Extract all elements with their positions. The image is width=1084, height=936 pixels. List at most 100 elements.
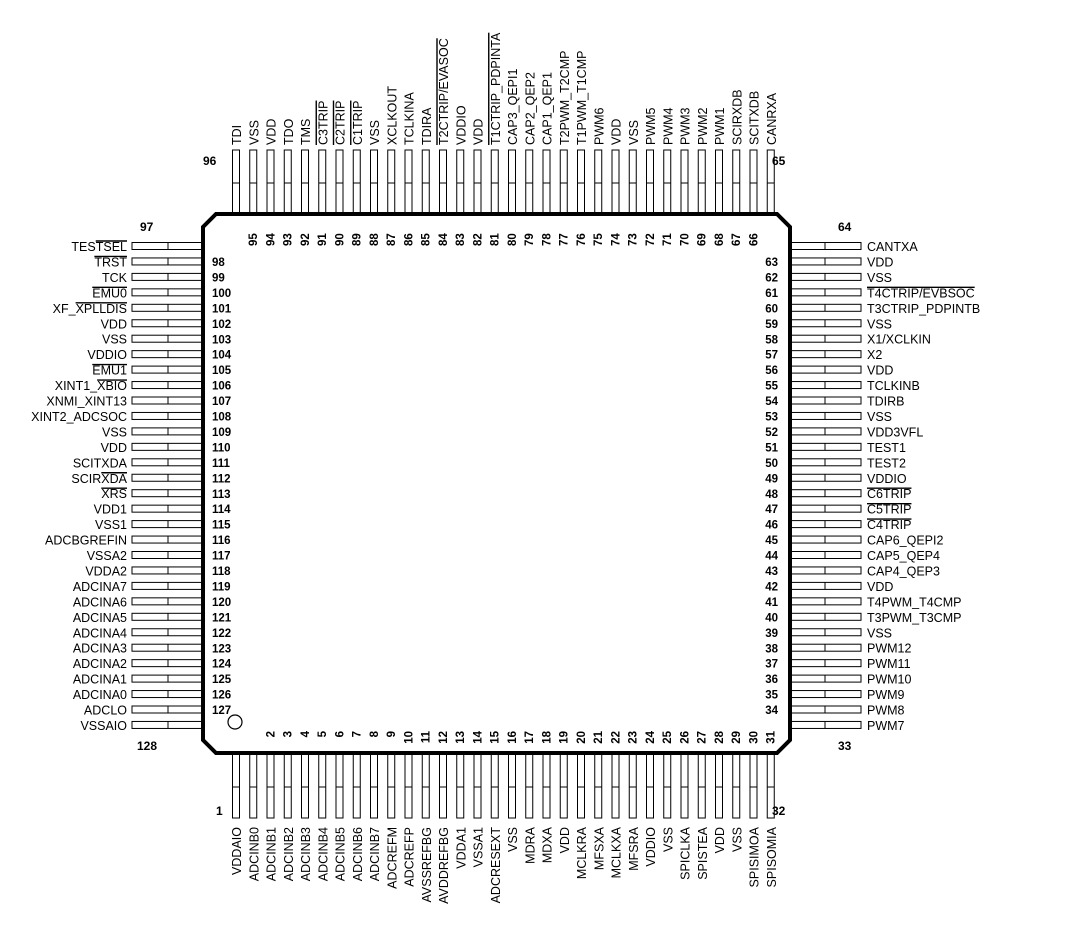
pin-bottom: [732, 751, 741, 819]
pin-number: 29: [731, 731, 743, 744]
pin-number: 95: [248, 233, 260, 246]
pin-bottom: [232, 751, 240, 819]
pin-number: 38: [765, 643, 778, 655]
pin-number: 54: [765, 396, 778, 408]
pin-label: C3TRIP: [316, 101, 330, 145]
pin-label: T4CTRIP/EVBSOC: [867, 286, 975, 300]
pin-label: ADCINA7: [73, 580, 127, 594]
pin-number: 68: [714, 233, 726, 246]
pin-number: 49: [765, 473, 778, 485]
pin-label: VDDAIO: [230, 827, 244, 875]
pin-number: 69: [697, 233, 709, 246]
pin-label: SCIRXDB: [730, 89, 744, 145]
pin-number: 98: [212, 257, 225, 269]
pin-label: SPICLKA: [679, 826, 693, 879]
corner-number-right-top: 64: [838, 220, 852, 234]
pin-number: 17: [524, 731, 536, 744]
pin-label: VSS: [867, 626, 892, 640]
pin-bottom: [490, 751, 499, 819]
pin-label: PWM12: [867, 642, 912, 656]
pin-label: TDO: [282, 118, 296, 145]
pin-number: 16: [507, 731, 519, 744]
pin-number: 103: [212, 334, 231, 346]
pin-label: VDD: [713, 827, 727, 853]
pin-number: 40: [765, 612, 778, 624]
pin-label: SCIRXDA: [71, 472, 127, 486]
pin-label: MFSRA: [627, 826, 641, 870]
pin-label: ADCINB3: [299, 827, 313, 881]
pin-label: C6TRIP: [867, 487, 911, 501]
pin-number: 125: [212, 674, 232, 686]
pin-label: VSSA1: [472, 827, 486, 867]
pin-bottom: [749, 751, 758, 819]
pin-label: X1/XCLKIN: [867, 333, 931, 347]
pin-label: ADCINA3: [73, 642, 127, 656]
pin-number: 60: [765, 303, 778, 315]
pin-number: 2: [265, 731, 277, 737]
pin-number: 73: [628, 233, 640, 246]
pin-label: VSSAIO: [80, 719, 127, 733]
pin-number: 91: [317, 233, 329, 246]
pin-label: CAP5_QEP4: [867, 549, 940, 563]
pin-label: VDD: [610, 119, 624, 145]
pin-number: 28: [714, 730, 726, 743]
pin-label: ADCLO: [84, 704, 127, 718]
pin-number: 109: [212, 427, 231, 439]
pin-number: 18: [541, 730, 553, 743]
pin-label: ADCINB5: [334, 827, 348, 881]
pin-number: 76: [576, 233, 588, 246]
pin-number: 123: [212, 643, 231, 655]
pin-label: ADCINB4: [316, 827, 330, 881]
pin-label: C4TRIP: [867, 518, 911, 532]
pin-bottom: [577, 751, 585, 819]
pin-label: TEST1: [867, 441, 906, 455]
pin-label: XNMI_XINT13: [46, 395, 127, 409]
pin-number: 4: [300, 730, 312, 737]
pin-label: ADCINA2: [73, 657, 127, 671]
pin-number: 7: [352, 731, 364, 737]
pin-number: 120: [212, 597, 231, 609]
pin-bottom: [352, 751, 361, 819]
pin-label: VSS: [627, 120, 641, 145]
pin-bottom: [404, 751, 413, 819]
pin-number: 71: [662, 233, 674, 246]
pin-number: 5: [317, 730, 329, 737]
pin-number: 79: [524, 233, 536, 246]
pin-number: 115: [212, 520, 231, 532]
pin-label: VDD: [101, 441, 127, 455]
pin-label: ADCINA5: [73, 611, 127, 625]
pin-bottom: [525, 751, 534, 819]
corner-number-top-left: 96: [203, 154, 217, 168]
pin-bottom: [456, 751, 465, 819]
pin-label: T2PWM_T2CMP: [558, 51, 572, 145]
pin-label: PWM9: [867, 688, 905, 702]
pin-numbers-layer: 9899100101102103104105106107108109110111…: [212, 233, 779, 744]
pin-label: ADCREFM: [385, 827, 399, 889]
pin-label: TDI: [230, 125, 244, 145]
pin-number: 63: [765, 257, 778, 269]
pin-number: 21: [593, 730, 605, 743]
pin-number: 3: [283, 731, 295, 737]
pin-number: 48: [765, 489, 778, 501]
pin-number: 78: [541, 233, 553, 246]
pin-bottom: [335, 751, 344, 819]
pin-label: PWM4: [661, 107, 675, 145]
pin-label: T1PWM_T1CMP: [575, 51, 589, 145]
pin-label: VDDA2: [85, 564, 127, 578]
pin-label: XF_XPLLDIS: [53, 302, 127, 316]
pin-number: 36: [765, 674, 778, 686]
pin-label: PWM11: [867, 657, 911, 671]
pin-bottom: [301, 751, 309, 819]
pin-label: CAP3_QEPI1: [506, 69, 520, 145]
corner-number-left-top: 97: [140, 220, 154, 234]
corner-number-bottom-left: 1: [216, 804, 223, 818]
pin-label: VDDIO: [454, 105, 468, 145]
pin-number: 84: [438, 233, 450, 246]
pin-number: 94: [265, 233, 277, 246]
pin-bottom: [697, 751, 706, 819]
pin-number: 8: [369, 730, 381, 737]
pin-label: MDRA: [523, 826, 537, 863]
pin-label: VSS: [730, 827, 744, 852]
pin-label: VSS: [867, 317, 892, 331]
pin-number: 70: [679, 233, 691, 246]
